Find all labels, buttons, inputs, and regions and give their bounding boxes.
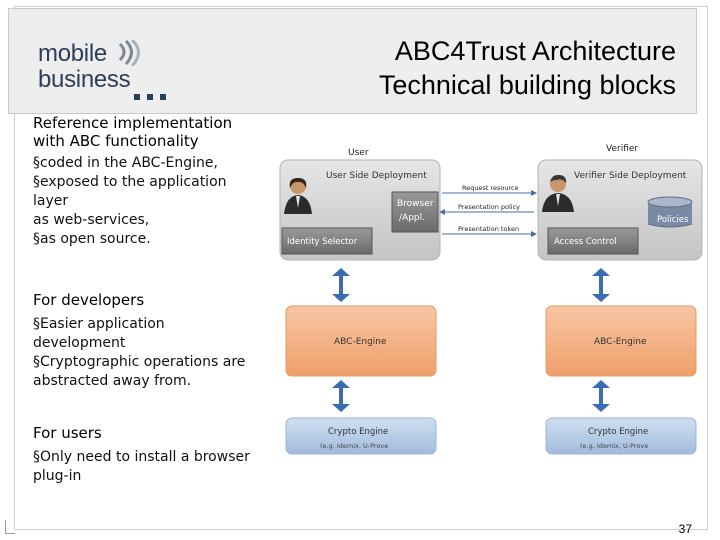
abc-engine-user-label: ABC-Engine <box>334 337 387 347</box>
logo-dots-icon <box>134 94 166 100</box>
slide-frame <box>14 6 708 530</box>
section-heading: For users <box>33 424 102 442</box>
title-line-2: Technical building blocks <box>378 70 676 100</box>
bullet-line: §Only need to install a browser <box>33 449 250 465</box>
browser-label: Browser <box>397 199 434 209</box>
browser-label-line2: /Appl. <box>399 213 425 223</box>
section-users: For users §Only need to install a browse… <box>33 424 273 486</box>
bullet-line: development <box>33 335 126 351</box>
logo-line-2: business <box>38 66 131 93</box>
signal-waves-icon <box>118 40 140 66</box>
policies-label: Policies <box>657 215 689 225</box>
title-line-1: ABC4Trust Architecture <box>394 36 676 66</box>
section-reference: Reference implementation with ABC functi… <box>33 114 273 249</box>
page-number: 37 <box>678 522 692 536</box>
slide-title: ABC4Trust Architecture Technical buildin… <box>256 34 676 102</box>
verifier-label: Verifier <box>606 144 638 154</box>
section-heading: For developers <box>33 291 145 309</box>
user-crypto-double-arrow <box>332 380 350 412</box>
logo-line-1: mobile <box>38 40 107 67</box>
bullet-line: §Cryptographic operations are <box>33 354 246 370</box>
architecture-diagram: User Verifier User Side Deployment Brows… <box>279 144 703 455</box>
presentation-token-label: Presentation token <box>458 225 519 233</box>
user-person-icon <box>284 178 312 214</box>
abc-engine-user-box <box>285 305 437 377</box>
bullet-line: abstracted away from. <box>33 373 192 389</box>
presentation-policy-label: Presentation policy <box>458 203 520 211</box>
mobile-business-logo: mobile business <box>38 40 168 110</box>
bullet-line: §coded in the ABC-Engine, <box>33 155 218 171</box>
verifier-person-icon <box>542 174 574 212</box>
bullet-line: layer <box>33 193 69 209</box>
corner-mark <box>5 520 15 534</box>
heading-line: with ABC functionality <box>33 132 199 150</box>
browser-app-box <box>391 191 439 233</box>
abc-engine-verifier-box <box>545 305 697 377</box>
user-side-deployment-label: User Side Deployment <box>326 171 427 181</box>
request-resource-label: Request resource <box>462 184 519 192</box>
bullet-line: plug-in <box>33 468 82 484</box>
verifier-side-deployment-label: Verifier Side Deployment <box>574 171 687 181</box>
identity-selector-label: Identity Selector <box>287 237 358 247</box>
crypto-engine-verifier-sub: (e.g. Idemix, U-Prove <box>580 442 648 450</box>
user-engine-double-arrow <box>332 268 350 302</box>
access-control-label: Access Control <box>554 237 617 247</box>
verifier-engine-double-arrow <box>592 268 610 302</box>
bullet-line: §Easier application <box>33 316 165 332</box>
policies-database-icon <box>647 196 693 228</box>
identity-selector-box <box>281 227 373 255</box>
abc-engine-verifier-label: ABC-Engine <box>594 337 647 347</box>
crypto-engine-verifier-label: Crypto Engine <box>588 427 648 437</box>
crypto-engine-verifier-box <box>545 417 697 455</box>
section-developers: For developers §Easier application devel… <box>33 291 273 391</box>
bullet-line: §as open source. <box>33 231 151 247</box>
crypto-engine-user-label: Crypto Engine <box>328 427 388 437</box>
crypto-engine-user-sub: (e.g. Idemix, U-Prove <box>320 442 388 450</box>
header-band <box>8 8 697 114</box>
verifier-crypto-double-arrow <box>592 380 610 412</box>
bullet-line: §exposed to the application <box>33 174 227 190</box>
heading-line: Reference implementation <box>33 114 233 132</box>
section-heading: Reference implementation with ABC functi… <box>33 114 273 150</box>
access-control-box <box>547 227 639 255</box>
user-label: User <box>348 148 369 158</box>
crypto-engine-user-box <box>285 417 437 455</box>
bullet-line: as web-services, <box>33 212 150 228</box>
